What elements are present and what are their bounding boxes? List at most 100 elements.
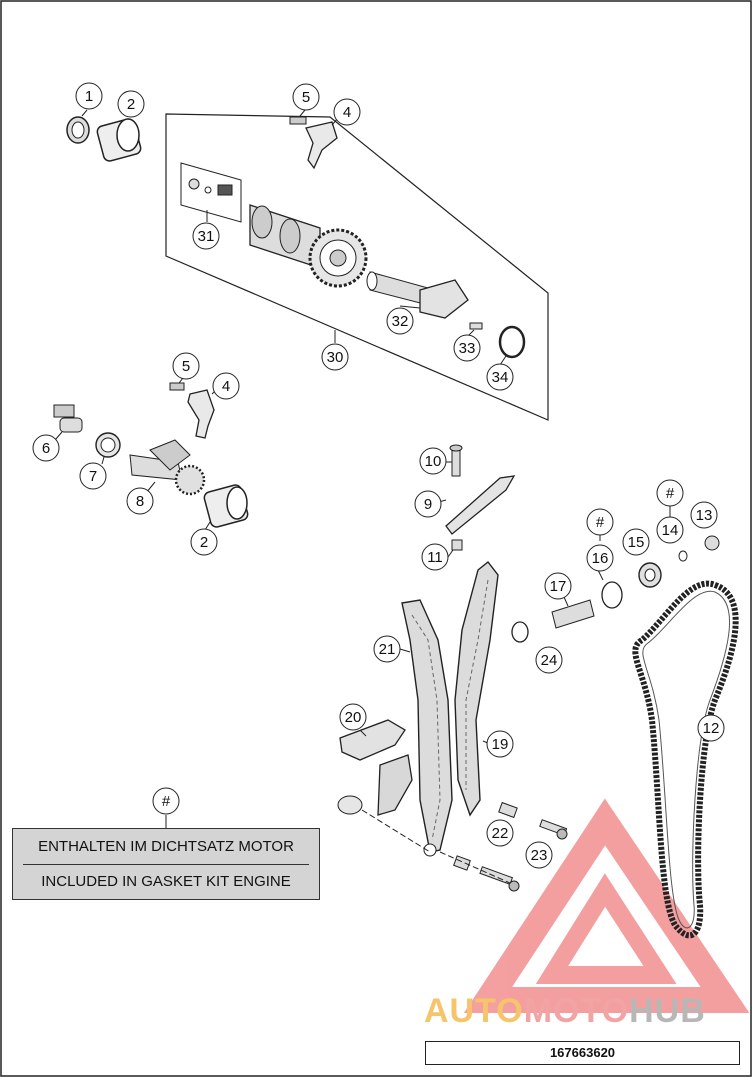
callout-note-hash: # <box>152 787 180 815</box>
svg-text:14: 14 <box>662 522 679 539</box>
svg-text:2: 2 <box>200 534 208 551</box>
callout-10: 10 <box>419 447 447 475</box>
callout-9: 9 <box>414 490 442 518</box>
svg-text:24: 24 <box>541 652 558 669</box>
callout-6: 6 <box>32 434 60 462</box>
bearing-part-2-top <box>96 118 142 162</box>
watermark-logo <box>463 798 750 1013</box>
tensioner-rail-part-20 <box>337 719 431 853</box>
callout-12: 12 <box>697 714 725 742</box>
guide-rail-part-9 <box>434 444 516 558</box>
callout-14-hash: # <box>656 479 684 507</box>
callout-11: 11 <box>421 543 449 571</box>
svg-text:8: 8 <box>136 493 144 510</box>
svg-text:1: 1 <box>85 88 93 105</box>
lever-part-4-lower <box>187 387 219 439</box>
svg-text:34: 34 <box>492 369 509 386</box>
svg-text:32: 32 <box>392 313 409 330</box>
callout-20: 20 <box>339 703 367 731</box>
svg-text:4: 4 <box>222 378 230 395</box>
svg-text:5: 5 <box>182 358 190 375</box>
decompressor-part-32 <box>366 271 469 319</box>
svg-text:31: 31 <box>198 228 215 245</box>
svg-text:#: # <box>596 514 605 531</box>
svg-text:19: 19 <box>492 736 509 753</box>
svg-text:6: 6 <box>42 440 50 457</box>
document-number: 167663620 <box>425 1041 740 1065</box>
bushing-part-7 <box>95 432 121 465</box>
callout-7: 7 <box>79 462 107 490</box>
callout-15: 15 <box>622 528 650 556</box>
svg-text:#: # <box>666 485 675 502</box>
bolt-part-5-lower <box>169 377 185 391</box>
callout-33: 33 <box>453 334 481 362</box>
timing-chain-part-12 <box>632 580 739 939</box>
callout-23: 23 <box>525 841 553 869</box>
circlip-part-34 <box>498 325 526 366</box>
callout-13: 13 <box>690 501 718 529</box>
bolt-part-5-top <box>289 109 307 125</box>
watermark-text: AUTOMOTOHUB <box>424 992 706 1031</box>
callout-8: 8 <box>126 487 154 515</box>
svg-text:21: 21 <box>379 641 396 658</box>
bearing-part-2-lower <box>203 484 249 531</box>
callout-16: 16 <box>586 544 614 572</box>
callout-19: 19 <box>486 730 514 758</box>
subkit-frame-31 <box>180 162 242 223</box>
callout-4-top: 4 <box>333 98 361 126</box>
svg-text:#: # <box>162 793 171 810</box>
callout-30: 30 <box>321 343 349 371</box>
callout-24: 24 <box>535 646 563 674</box>
bolt-parts-22-23 <box>439 801 568 892</box>
svg-text:17: 17 <box>550 578 567 595</box>
bushing-part-1 <box>66 109 90 144</box>
callout-34: 34 <box>486 363 514 391</box>
callout-31: 31 <box>192 222 220 250</box>
callout-16-hash: # <box>586 508 614 536</box>
guide-rail-part-21 <box>399 599 453 857</box>
svg-text:10: 10 <box>425 453 442 470</box>
callout-4-lower: 4 <box>212 372 240 400</box>
lever-part-4-top <box>305 117 339 170</box>
svg-text:22: 22 <box>492 825 509 842</box>
svg-text:16: 16 <box>592 550 609 567</box>
svg-text:2: 2 <box>127 96 135 113</box>
svg-text:4: 4 <box>343 104 351 121</box>
svg-text:23: 23 <box>531 847 548 864</box>
watermark-moto: MOTO <box>523 992 630 1030</box>
callout-5-lower: 5 <box>172 352 200 380</box>
callout-22: 22 <box>486 819 514 847</box>
callout-21: 21 <box>373 635 401 663</box>
svg-text:30: 30 <box>327 349 344 366</box>
callout-2-lower: 2 <box>190 528 218 556</box>
balancer-shaft-part-8 <box>129 439 206 496</box>
svg-text:5: 5 <box>302 89 310 106</box>
gasket-kit-note: ENTHALTEN IM DICHTSATZ MOTOR INCLUDED IN… <box>12 828 320 900</box>
guide-rail-part-19 <box>454 561 499 817</box>
svg-text:7: 7 <box>89 468 97 485</box>
callout-32: 32 <box>386 307 414 335</box>
pin-part-33 <box>467 322 483 337</box>
watermark-auto: AUTO <box>424 992 524 1030</box>
callout-2-top: 2 <box>117 90 145 118</box>
callout-14: 14 <box>656 516 684 544</box>
callout-5-top: 5 <box>292 83 320 111</box>
note-divider <box>23 864 309 865</box>
note-line-english: INCLUDED IN GASKET KIT ENGINE <box>41 873 291 890</box>
tensioner-parts <box>511 506 720 643</box>
camshaft-assembly <box>188 178 368 288</box>
callout-17: 17 <box>544 572 572 600</box>
callout-1: 1 <box>75 82 103 110</box>
sensor-part-6 <box>53 404 83 441</box>
svg-text:33: 33 <box>459 340 476 357</box>
svg-text:20: 20 <box>345 709 362 726</box>
svg-text:15: 15 <box>628 534 645 551</box>
watermark-hub: HUB <box>629 992 706 1030</box>
note-line-german: ENTHALTEN IM DICHTSATZ MOTOR <box>38 838 294 855</box>
svg-text:12: 12 <box>703 720 720 737</box>
svg-text:13: 13 <box>696 507 713 524</box>
svg-text:9: 9 <box>424 496 432 513</box>
